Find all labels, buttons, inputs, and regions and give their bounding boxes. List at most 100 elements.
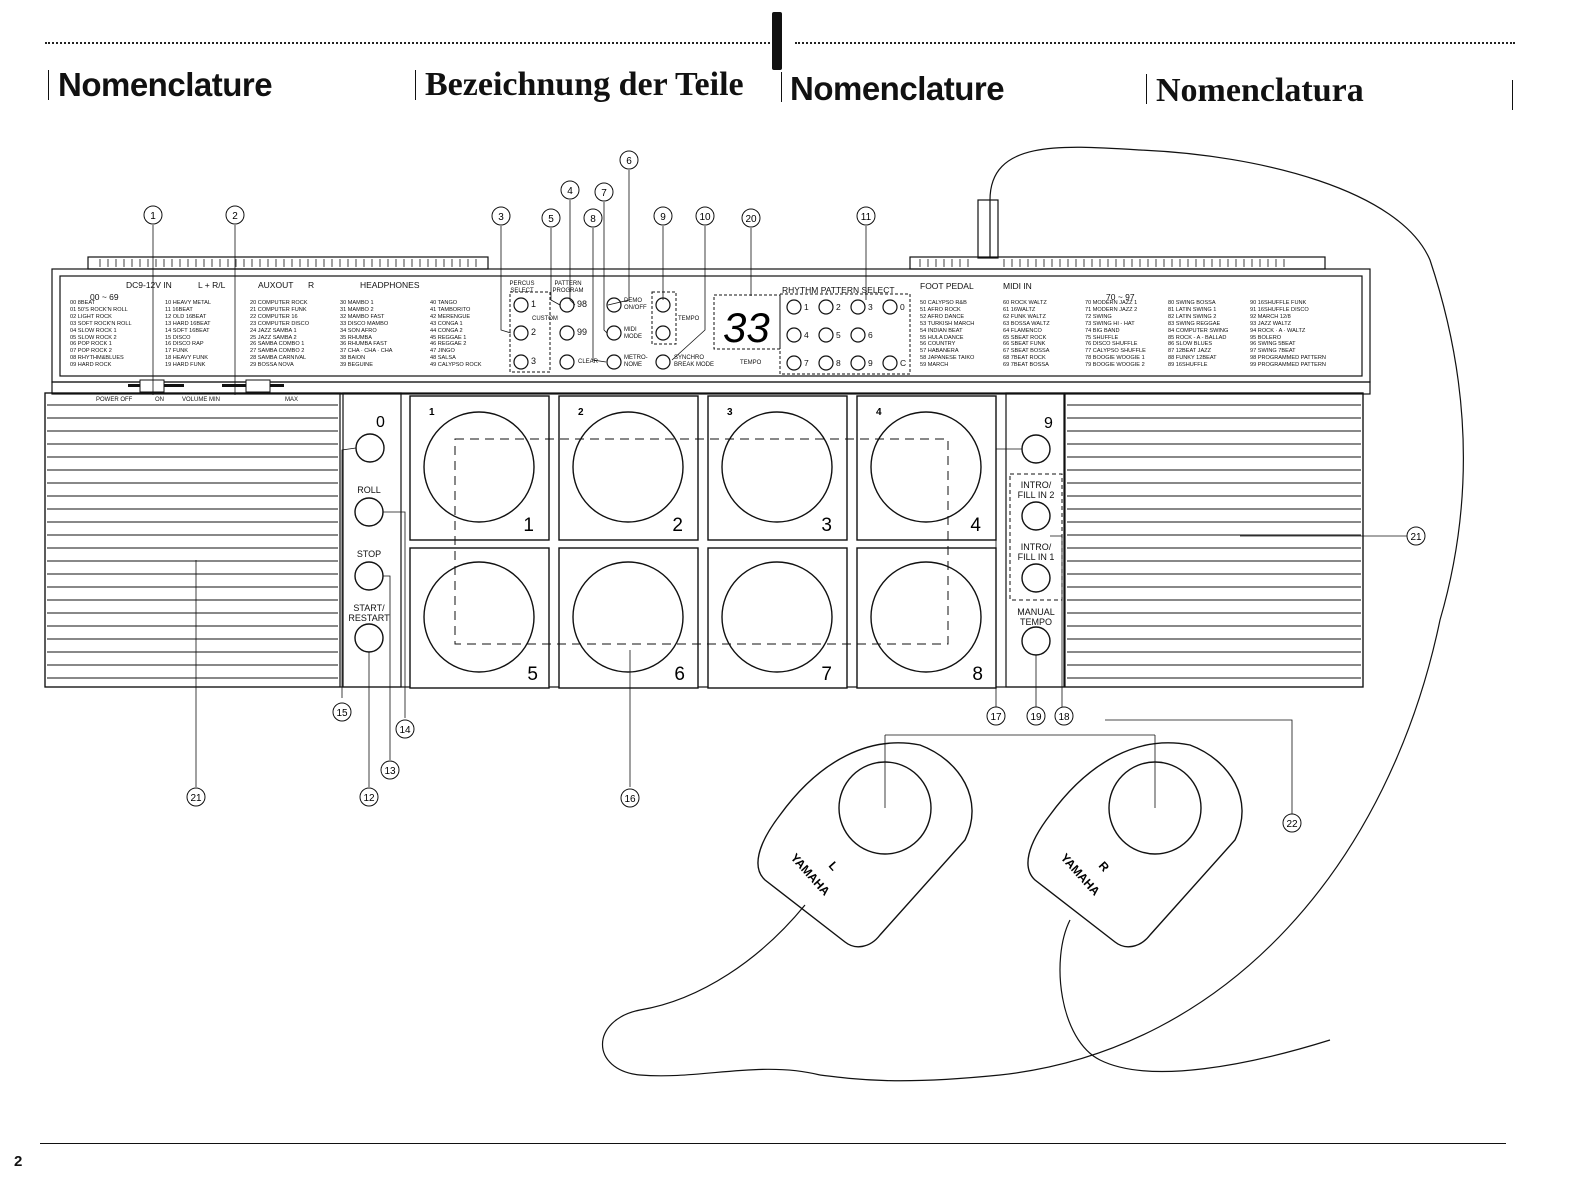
rhythm-list-item: 24 JAZZ SAMBA 1: [250, 327, 297, 334]
rhythm-list-item: 40 TANGO: [430, 300, 458, 306]
footer-rule: [40, 1143, 1506, 1144]
pad-number-7: 7: [821, 664, 832, 685]
rhythm-list-item: 56 COUNTRY: [920, 341, 956, 348]
rhythm-list-item: 74 BIG BAND: [1085, 327, 1120, 334]
power-off-label: POWER OFF: [96, 397, 133, 403]
rhythm-list-item: 22 COMPUTER 16: [250, 313, 298, 320]
rhythm-list-item: 01 50'S ROCK'N ROLL: [70, 306, 128, 313]
rhythm-list-item: 92 MARCH 12/8: [1250, 313, 1291, 320]
dc-in-label: DC9-12V IN: [126, 280, 172, 290]
rhythm-list-item: 28 SAMBA CARNIVAL: [250, 355, 307, 362]
pad-tag-3: 3: [727, 407, 733, 418]
callout-11: 11: [861, 212, 872, 223]
pad-tag-1: 1: [429, 407, 435, 418]
rhythm-list-item: 66 SBEAT FUNK: [1003, 341, 1046, 348]
rhythm-list-item: 35 RHUMBA: [340, 334, 373, 341]
callout-4: 4: [567, 186, 573, 197]
callout-8: 8: [590, 214, 596, 225]
callout-12: 12: [363, 793, 375, 804]
percus-select-label: PERCUS SELECT: [509, 281, 535, 294]
button-zero-label: 0: [376, 414, 385, 431]
midi-mode-label: MIDI MODE: [624, 327, 642, 340]
callout-13: 13: [384, 766, 396, 777]
rhythm-list-item: 29 BOSSA NOVA: [250, 362, 294, 369]
rps-c: C: [900, 358, 907, 368]
rhythm-list-item: 96 SWING 5BEAT: [1250, 341, 1296, 348]
rhythm-list-item: 69 7BEAT BOSSA: [1003, 362, 1049, 369]
callout-6: 6: [626, 156, 632, 167]
rhythm-list-item: 26 SAMBA COMBO 1: [250, 341, 305, 348]
pad-number-2: 2: [672, 515, 683, 536]
binding-mark: [772, 12, 782, 70]
rhythm-list-item: 95 BOLERO: [1250, 334, 1282, 341]
rhythm-pattern-select-label: RHYTHM PATTERN SELECT: [782, 285, 895, 295]
rhythm-list-item: 78 BOOGIE WOOGIE 1: [1085, 355, 1145, 362]
rhythm-list-item: 19 HARD FUNK: [165, 362, 206, 369]
rhythm-list-item: 11 16BEAT: [165, 306, 193, 313]
callout-10: 10: [699, 212, 711, 223]
foot-pedal-label: FOOT PEDAL: [920, 281, 974, 291]
rhythm-list-item: 17 FUNK: [165, 348, 189, 355]
rhythm-list-item: 55 HULA DANCE: [920, 334, 964, 341]
rhythm-list-item: 20 COMPUTER ROCK: [250, 300, 308, 306]
rhythm-list-item: 36 RHUMBA FAST: [340, 341, 388, 348]
demo-label: DEMO ON/OFF: [624, 298, 647, 311]
rhythm-list-item: 77 CALYPSO SHUFFLE: [1085, 348, 1146, 355]
rhythm-list-item: 33 DISCO MAMBO: [340, 320, 389, 327]
rhythm-list-item: 58 JAPANESE TAIKO: [920, 355, 975, 362]
heading-de: Bezeichnung der Teile: [425, 66, 744, 103]
pad-number-4: 4: [970, 515, 981, 536]
intro-fill-2-label: INTRO/ FILL IN 2: [1017, 480, 1055, 500]
rhythm-list-item: 83 SWING REGGAE: [1168, 320, 1221, 327]
pattern-program-label: PATTERN PROGRAM: [552, 281, 584, 294]
header-rule-left: [45, 42, 770, 44]
rhythm-list-item: 46 REGGAE 2: [430, 341, 467, 348]
rps-7: 7: [804, 358, 809, 368]
callout-16: 16: [624, 794, 636, 805]
rhythm-list-item: 08 RHYTHM&BLUES: [70, 355, 124, 362]
rps-9: 9: [868, 358, 873, 368]
rps-3: 3: [868, 302, 873, 312]
midi-in-label: MIDI IN: [1003, 281, 1032, 291]
rhythm-list-item: 70 MODERN JAZZ 1: [1085, 300, 1138, 306]
start-restart-label: START/ RESTART: [348, 603, 390, 623]
rhythm-list-item: 53 TURKISH MARCH: [920, 320, 975, 327]
rps-1: 1: [804, 302, 809, 312]
roll-label: ROLL: [357, 485, 381, 495]
rhythm-list-item: 30 MAMBO 1: [340, 300, 374, 306]
rhythm-list-item: 97 SWING 7BEAT: [1250, 348, 1296, 355]
pad-number-6: 6: [674, 664, 685, 685]
rhythm-list-item: 21 COMPUTER FUNK: [250, 306, 307, 313]
rhythm-list-item: 63 BOSSA WALTZ: [1003, 320, 1050, 327]
header-rule-right: [795, 42, 1515, 44]
rhythm-list-item: 13 HARD 16BEAT: [165, 320, 211, 327]
rhythm-list-item: 72 SWING: [1085, 313, 1112, 320]
rhythm-list-item: 80 SWING BOSSA: [1168, 300, 1216, 306]
rhythm-list-item: 60 ROCK WALTZ: [1003, 300, 1047, 306]
pad-number-1: 1: [523, 515, 534, 536]
rps-5: 5: [836, 330, 841, 340]
heading-divider: [781, 72, 782, 102]
callout-21a: 21: [190, 793, 202, 804]
heading-es: Nomenclatura: [1156, 72, 1364, 109]
callout-19: 19: [1030, 712, 1042, 723]
tempo-display-label: TEMPO: [740, 360, 762, 366]
callout-22: 22: [1286, 819, 1298, 830]
rhythm-list-item: 87 12BEAT JAZZ: [1168, 348, 1212, 355]
heading-fr: Nomenclature: [790, 70, 1005, 107]
rhythm-list-item: 34 SON AFRO: [340, 327, 377, 334]
rhythm-list-item: 06 POP ROCK 1: [70, 341, 112, 348]
custom-label: CUSTOM: [532, 316, 558, 322]
rhythm-list-item: 09 HARD ROCK: [70, 362, 112, 369]
callout-15: 15: [336, 708, 348, 719]
rhythm-list-item: 14 SOFT 16BEAT: [165, 327, 210, 334]
rhythm-list-item: 98 PROGRAMMED PATTERN: [1250, 355, 1326, 362]
rhythm-list-item: 91 16SHUFFLE DISCO: [1250, 306, 1309, 313]
callout-2: 2: [232, 211, 238, 222]
rhythm-list-item: 59 MARCH: [920, 362, 949, 369]
